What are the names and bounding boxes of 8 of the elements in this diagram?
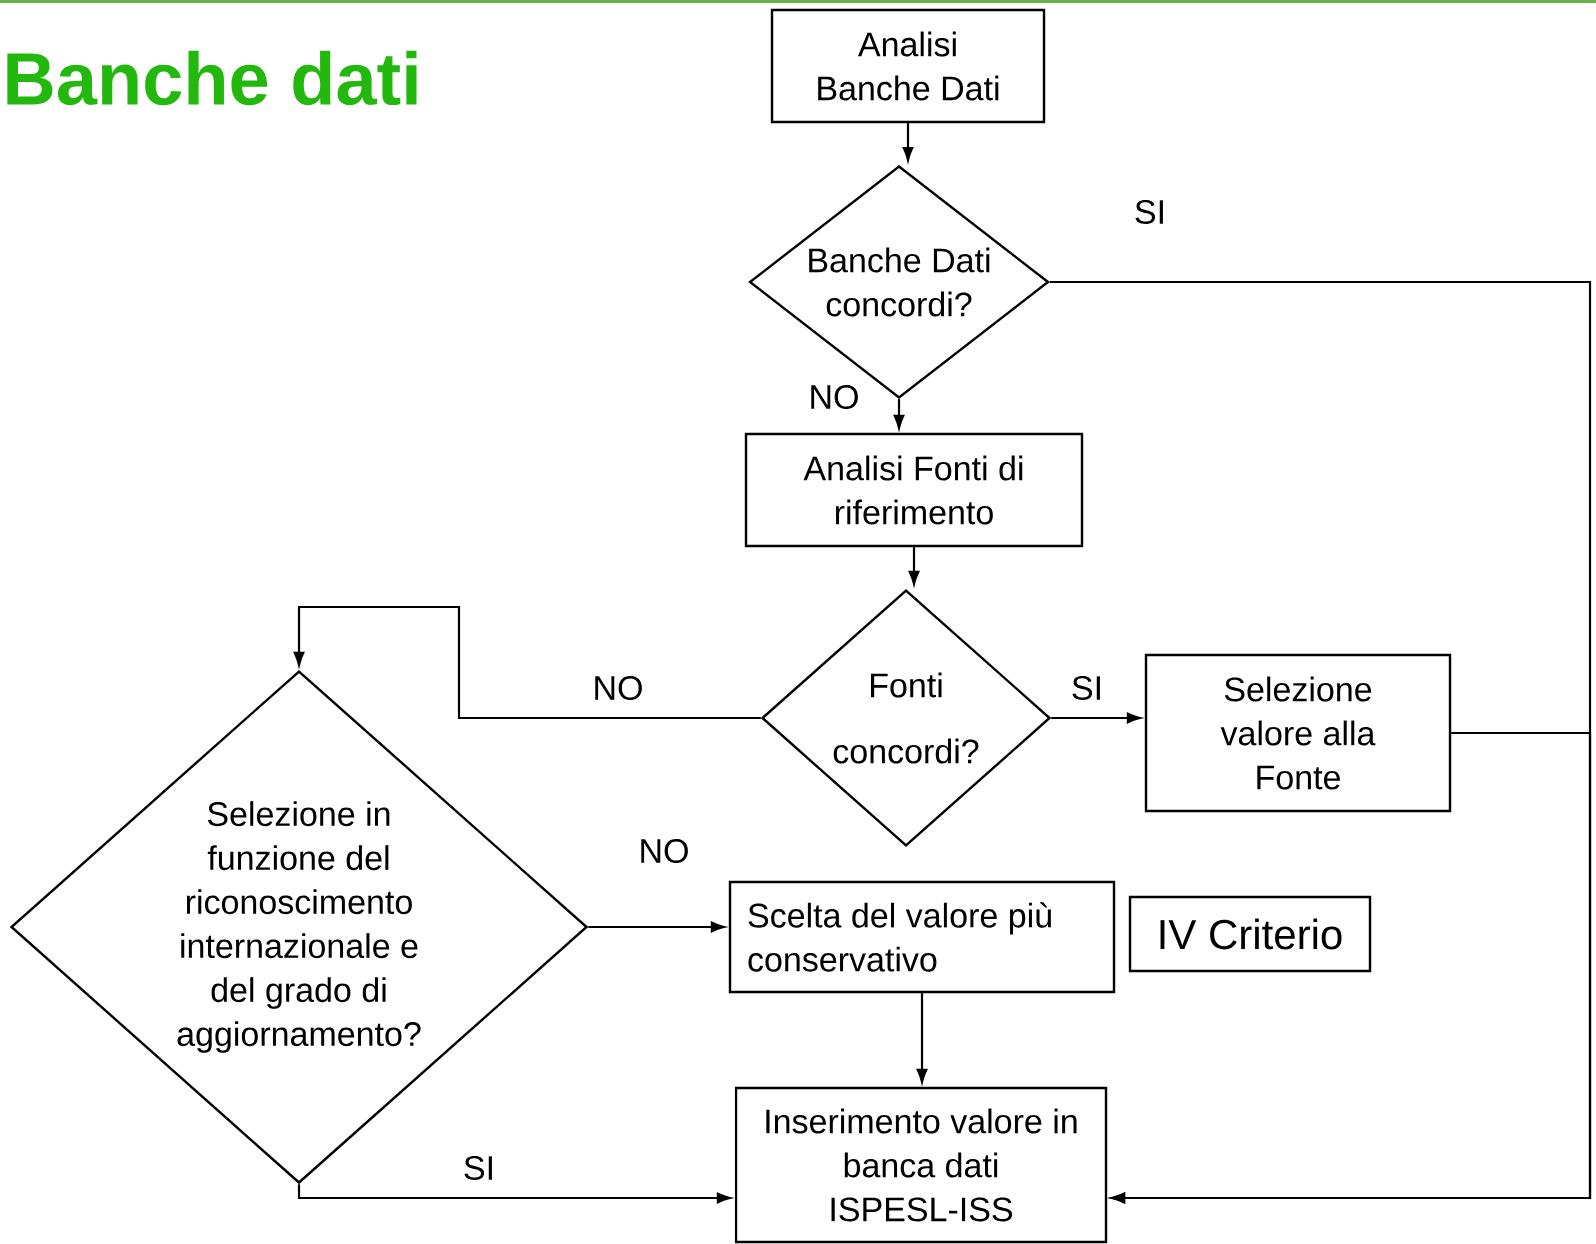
process-box: Inserimento valore in banca dati ISPESL-ISS <box>734 1086 1108 1244</box>
process-box: Analisi Fonti di riferimento <box>744 432 1084 548</box>
process-box: Analisi Banche Dati <box>770 8 1046 124</box>
arrow <box>293 605 761 720</box>
process-box: Scelta del valore più conservativo <box>728 880 1116 994</box>
process-box: IV Criterio <box>1128 895 1372 973</box>
title: Banche dati <box>7 50 417 106</box>
process-box: Selezione valore alla Fonte <box>1144 653 1452 813</box>
